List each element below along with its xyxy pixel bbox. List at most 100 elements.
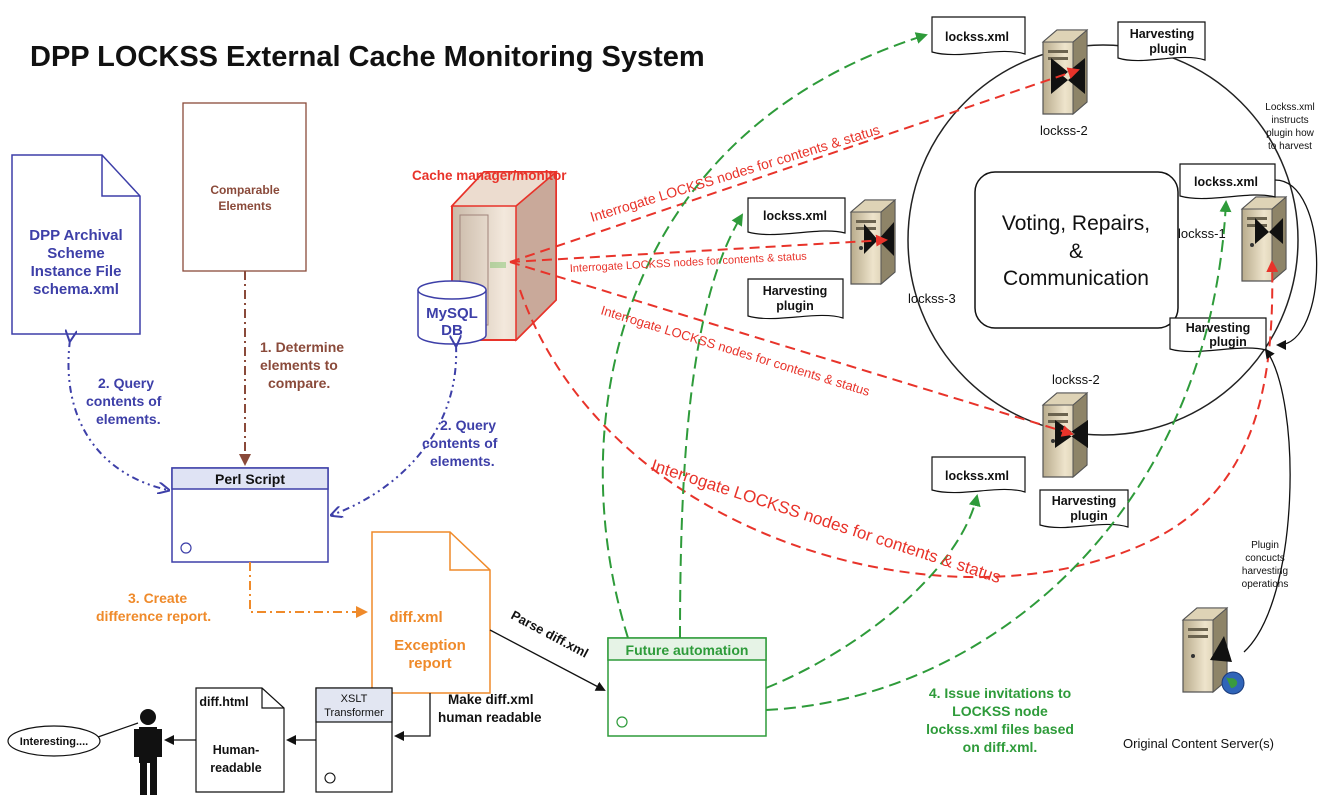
lockss-3-label: lockss-3 xyxy=(908,291,956,306)
voting-box: Voting, Repairs, & Communication xyxy=(974,171,1179,329)
perl-script-title: Perl Script xyxy=(215,471,285,487)
diagram-title: DPP LOCKSS External Cache Monitoring Sys… xyxy=(30,41,705,73)
diff-xml-document: diff.xml Exception report xyxy=(371,531,491,694)
harvesting-plugin-mid: Harvesting plugin xyxy=(747,278,844,320)
diff-xml-desc-1: Exception xyxy=(394,637,466,654)
connector-interrogate-mid xyxy=(509,234,888,263)
person-figure xyxy=(134,709,162,795)
make-readable-label: Make diff.xml human readable xyxy=(438,692,542,725)
step4-line-3: lockss.xml files based xyxy=(926,721,1074,737)
step4-line-2: LOCKSS node xyxy=(952,703,1048,719)
future-automation-box: Future automation xyxy=(607,637,767,737)
speech-bubble-text: Interesting.... xyxy=(20,736,88,748)
xslt-transformer-box: XSLT Transformer xyxy=(315,687,393,793)
harvesting-top-line-2: plugin xyxy=(1149,42,1187,56)
diff-html-name: diff.html xyxy=(199,695,248,709)
connector-lockss-instruct xyxy=(1274,179,1318,350)
step2-left-line-1: 2. Query xyxy=(98,375,154,391)
instruct-line-3: plugin how xyxy=(1266,128,1315,139)
server-lockss-1 xyxy=(1241,196,1287,282)
server-lockss-2-top xyxy=(1042,29,1088,115)
diff-xml-name: diff.xml xyxy=(389,609,442,626)
step2-right-line-1: 2. Query xyxy=(440,417,496,433)
voting-line-3: Communication xyxy=(1003,267,1149,290)
lockss-1-label: lockss-1 xyxy=(1178,226,1226,241)
diff-html-document: diff.html Human- readable xyxy=(195,687,285,793)
connector-parse xyxy=(489,629,606,691)
interrogate-label-lower: Interrogate LOCKSS nodes for contents & … xyxy=(599,303,872,399)
interrogate-label-mid: Interrogate LOCKSS nodes for contents & … xyxy=(570,251,808,275)
step2-left-line-3: elements. xyxy=(96,411,161,427)
lockss-2-top-label: lockss-2 xyxy=(1040,123,1088,138)
harvesting-plugin-right: Harvesting plugin xyxy=(1169,317,1267,353)
connector-interrogate-lockss1 xyxy=(519,260,1279,579)
harvesting-plugin-bottom: Harvesting plugin xyxy=(1039,489,1129,529)
diff-xml-desc-2: report xyxy=(408,655,451,672)
mysql-line-1: MySQL xyxy=(426,305,478,322)
connector-invite-top xyxy=(601,32,928,639)
mysql-line-2: DB xyxy=(441,322,463,339)
lockss-xml-bottom: lockss.xml xyxy=(931,456,1026,494)
make-readable-line-2: human readable xyxy=(438,710,542,725)
lockss-xml-right-text: lockss.xml xyxy=(1194,175,1258,189)
connector-make-readable xyxy=(394,693,431,741)
cache-manager-label: Cache manager/monitor xyxy=(412,168,567,183)
conducts-line-3: harvesting xyxy=(1242,566,1288,577)
connector-plugin-conducts xyxy=(1243,348,1291,653)
lockss-xml-top: lockss.xml xyxy=(931,16,1026,56)
step2-right-line-2: contents of xyxy=(422,435,498,451)
harvesting-mid-line-1: Harvesting xyxy=(763,284,828,298)
lockss-2-bottom-label: lockss-2 xyxy=(1052,372,1100,387)
lockss-xml-mid: lockss.xml xyxy=(747,197,846,236)
instruct-line-2: instructs xyxy=(1271,115,1308,126)
voting-line-1: Voting, Repairs, xyxy=(1002,212,1150,235)
step3-line-2: difference report. xyxy=(96,608,211,624)
schema-line-4: schema.xml xyxy=(33,281,119,298)
connector-step2-left xyxy=(68,340,168,490)
perl-script-box: Perl Script xyxy=(171,467,329,563)
lockss-xml-mid-text: lockss.xml xyxy=(763,209,827,223)
schema-line-1: DPP Archival xyxy=(29,227,122,244)
mysql-db: MySQL DB xyxy=(417,280,487,345)
connector-interrogate-lower xyxy=(509,261,1074,437)
diff-html-desc-2: readable xyxy=(210,761,261,775)
harvesting-mid-line-2: plugin xyxy=(776,299,814,313)
step4-line-1: 4. Issue invitations to xyxy=(929,685,1071,701)
harvesting-plugin-top: Harvesting plugin xyxy=(1117,21,1206,62)
step1-line-2: elements to xyxy=(260,357,338,373)
step1-line-1: 1. Determine xyxy=(260,339,344,355)
lockss-xml-bottom-text: lockss.xml xyxy=(945,469,1009,483)
connector-interrogate-top xyxy=(509,67,1080,263)
schema-document: DPP Archival Scheme Instance File schema… xyxy=(11,154,141,335)
connector-invite-bottom xyxy=(765,494,981,689)
connector-step2-right xyxy=(332,345,456,515)
schema-line-2: Scheme xyxy=(47,245,105,262)
xslt-line-2: Transformer xyxy=(324,707,384,719)
connector-invite-right xyxy=(765,200,1232,711)
step2-right-line-3: elements. xyxy=(430,453,495,469)
server-lockss-2-bottom xyxy=(1042,392,1088,478)
future-automation-title: Future automation xyxy=(626,642,749,658)
step3-label: 3. Create difference report. xyxy=(96,590,211,624)
voting-line-2: & xyxy=(1069,240,1083,263)
voting-ring xyxy=(907,44,1299,436)
future-automation-icon xyxy=(616,716,628,728)
comparable-line-1: Comparable xyxy=(210,183,280,197)
connector-step3 xyxy=(249,562,368,618)
harvesting-right-line-2: plugin xyxy=(1209,335,1247,349)
harvesting-top-line-1: Harvesting xyxy=(1130,27,1195,41)
connector-invite-mid xyxy=(679,213,744,639)
plugin-conducts-note: Plugin concucts harvesting operations xyxy=(1242,540,1289,590)
harvesting-bottom-line-2: plugin xyxy=(1070,509,1108,523)
lockss-xml-top-text: lockss.xml xyxy=(945,30,1009,44)
step2-left-line-2: contents of xyxy=(86,393,162,409)
step2-right-label: 2. Query contents of elements. xyxy=(422,417,498,469)
conducts-line-1: Plugin xyxy=(1251,540,1279,551)
make-readable-line-1: Make diff.xml xyxy=(448,692,534,707)
original-content-label: Original Content Server(s) xyxy=(1123,736,1274,751)
step2-left-label: 2. Query contents of elements. xyxy=(86,375,162,427)
lockss-instruct-note: Lockss.xml instructs plugin how to harve… xyxy=(1265,102,1314,152)
step1-label: 1. Determine elements to compare. xyxy=(260,339,344,391)
step4-label: 4. Issue invitations to LOCKSS node lock… xyxy=(926,685,1074,755)
